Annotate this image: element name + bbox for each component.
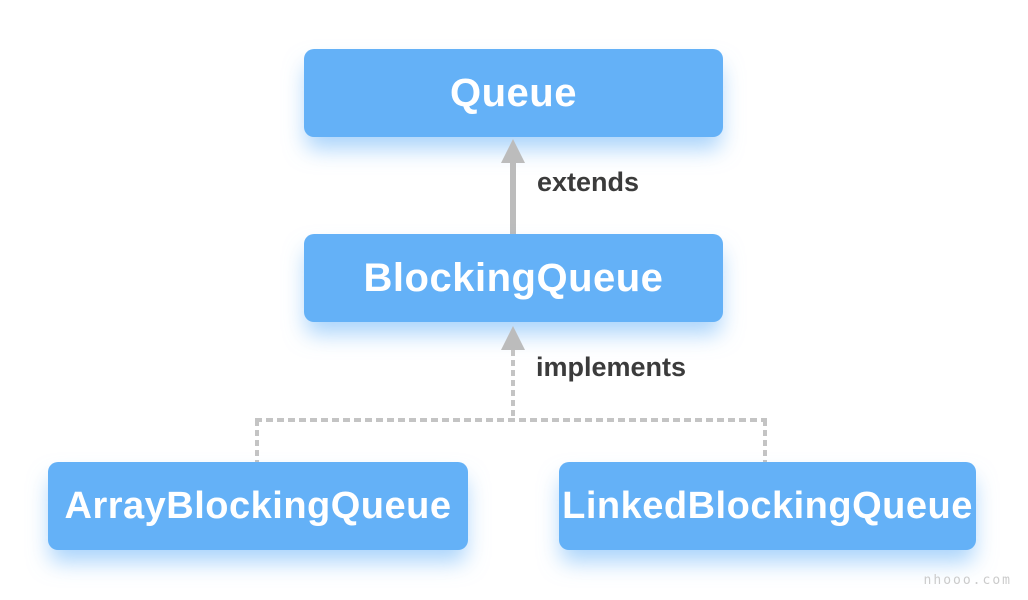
implements-connector-left-drop (255, 420, 259, 462)
node-linkedblockingqueue-label: LinkedBlockingQueue (562, 484, 973, 527)
node-arrayblockingqueue-label: ArrayBlockingQueue (64, 484, 452, 527)
extends-arrowhead-icon (501, 139, 525, 163)
node-blockingqueue-label: BlockingQueue (363, 255, 664, 300)
node-blockingqueue: BlockingQueue (304, 234, 723, 322)
implements-arrow-line (511, 350, 515, 418)
node-arrayblockingqueue: ArrayBlockingQueue (48, 462, 468, 550)
watermark: nhooo.com (923, 573, 1012, 588)
implements-arrowhead-icon (501, 326, 525, 350)
extends-arrow-line (510, 160, 516, 234)
node-queue-label: Queue (450, 70, 577, 115)
implements-edge-label: implements (536, 352, 687, 382)
extends-edge-label: extends (537, 167, 640, 197)
node-queue: Queue (304, 49, 723, 137)
node-linkedblockingqueue: LinkedBlockingQueue (559, 462, 976, 550)
implements-connector-right-drop (763, 420, 767, 462)
implements-connector-horizontal (255, 418, 767, 422)
